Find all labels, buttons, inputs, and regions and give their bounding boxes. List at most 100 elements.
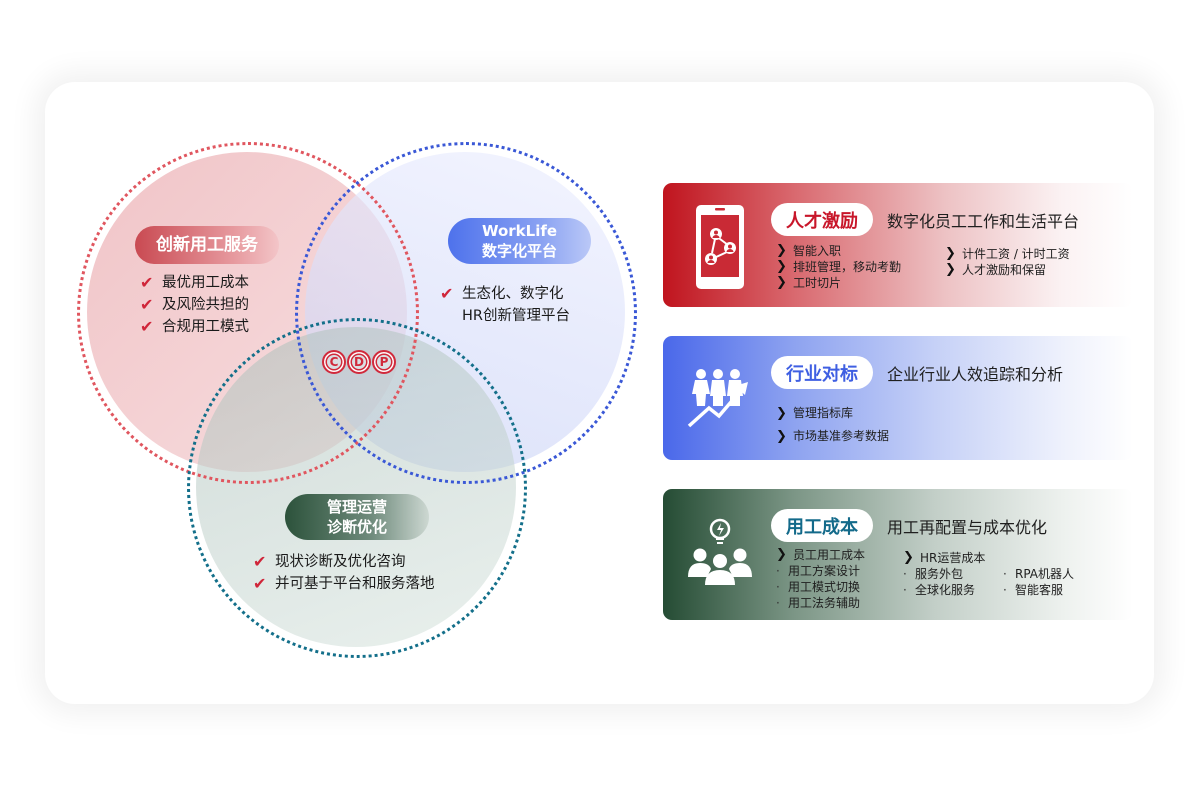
- bullet-text: 智能入职: [793, 244, 842, 258]
- bullet-item: · 用工方案设计: [776, 563, 865, 579]
- bullet-text: 服务外包: [915, 567, 964, 581]
- bullet-text: RPA机器人: [1015, 567, 1075, 581]
- check-icon: ✔: [440, 284, 454, 303]
- panel-subtitle: 数字化员工工作和生活平台: [887, 212, 1080, 231]
- mobile-network-icon: [685, 203, 755, 293]
- bullet-item: ❯ 智能入职: [776, 243, 901, 259]
- bullet-list-col2: ❯ 计件工资 / 计时工资 ❯ 人才激励和保留: [945, 246, 1070, 278]
- bullet-text: 全球化服务: [915, 583, 976, 597]
- cdp-logo: C D P: [322, 350, 396, 374]
- check-icon: ✔: [253, 552, 267, 571]
- chevron-right-icon: ❯: [776, 429, 787, 444]
- logo-letter: P: [372, 350, 396, 374]
- bullet-item: · 用工模式切换: [776, 579, 865, 595]
- bullet-text: 员工用工成本: [793, 548, 866, 562]
- team-idea-icon: [685, 517, 755, 607]
- bullet-item: ❯ 人才激励和保留: [945, 262, 1070, 278]
- check-icon: ✔: [253, 574, 267, 593]
- bullet-text: 人才激励和保留: [962, 263, 1047, 277]
- check-icon: ✔: [140, 295, 154, 314]
- check-item: ✔ 并可基于平台和服务落地: [253, 573, 435, 595]
- bullet-text: 智能客服: [1015, 583, 1064, 597]
- check-item: HR创新管理平台: [440, 305, 570, 327]
- item-text: 合规用工模式: [162, 319, 249, 335]
- panel-subtitle: 企业行业人效追踪和分析: [887, 365, 1064, 384]
- label-line1: 管理运营: [326, 498, 387, 516]
- bullet-item: · 服务外包: [903, 566, 985, 582]
- chevron-right-icon: ❯: [776, 243, 787, 258]
- label-line2: 诊断优化: [326, 518, 387, 536]
- label-line1: WorkLife: [481, 222, 558, 240]
- bullet-group-hr-cost: ❯ HR运营成本 · 服务外包 · 全球化服务: [903, 550, 985, 598]
- label-line2: 数字化平台: [481, 242, 557, 260]
- chevron-right-icon: ❯: [776, 275, 787, 290]
- label-text: 创新用工服务: [156, 235, 258, 255]
- chevron-right-icon: ❯: [903, 550, 914, 565]
- bullet-text: 工时切片: [793, 276, 842, 290]
- chevron-right-icon: ❯: [945, 262, 956, 277]
- bullet-list-col1: ❯ 智能入职 ❯ 排班管理，移动考勤 ❯ 工时切片: [776, 243, 901, 291]
- logo-letter: C: [322, 350, 346, 374]
- item-text: 及风险共担的: [162, 297, 249, 313]
- dot-icon: ·: [776, 596, 780, 610]
- dot-icon: ·: [903, 583, 907, 597]
- label-innovative-employment: 创新用工服务: [135, 226, 279, 264]
- bullet-item: · RPA机器人: [1003, 566, 1074, 582]
- dot-icon: ·: [903, 567, 907, 581]
- bullet-text: HR运营成本: [920, 551, 986, 565]
- bullet-item: ❯ 市场基准参考数据: [776, 425, 889, 448]
- bullet-text: 排班管理，移动考勤: [793, 260, 902, 274]
- dot-icon: ·: [1003, 583, 1007, 597]
- bullet-text: 计件工资 / 计时工资: [962, 247, 1070, 261]
- bullet-group-employee-cost: ❯ 员工用工成本 · 用工方案设计 · 用工模式切换 · 用工法务辅助: [776, 547, 865, 611]
- dot-icon: ·: [776, 580, 780, 594]
- chevron-right-icon: ❯: [945, 246, 956, 261]
- check-item: ✔ 现状诊断及优化咨询: [253, 551, 435, 573]
- item-text: 并可基于平台和服务落地: [275, 576, 435, 592]
- logo-letter: D: [347, 350, 371, 374]
- bullet-heading: ❯ HR运营成本: [903, 550, 985, 566]
- check-item: ✔ 合规用工模式: [140, 316, 249, 338]
- item-text: 生态化、数字化: [462, 286, 564, 302]
- item-text: 现状诊断及优化咨询: [275, 554, 406, 570]
- bullet-group-hr-cost-col2: · RPA机器人 · 智能客服: [1003, 566, 1074, 598]
- bullet-item: ❯ 工时切片: [776, 275, 901, 291]
- ring-teal: [187, 318, 527, 658]
- chevron-right-icon: ❯: [776, 547, 787, 562]
- dot-icon: ·: [776, 564, 780, 578]
- checklist-blue: ✔ 生态化、数字化 HR创新管理平台: [440, 283, 570, 327]
- check-icon: ✔: [140, 317, 154, 336]
- check-item: ✔ 及风险共担的: [140, 294, 249, 316]
- check-item: ✔ 最优用工成本: [140, 272, 249, 294]
- bullet-item: · 用工法务辅助: [776, 595, 865, 611]
- tag-employment-cost: 用工成本: [771, 509, 873, 542]
- check-icon: ✔: [140, 273, 154, 292]
- check-item: ✔ 生态化、数字化: [440, 283, 570, 305]
- bullet-text: 管理指标库: [793, 406, 854, 420]
- bullet-item: · 全球化服务: [903, 582, 985, 598]
- panel-employment-cost: 用工成本 用工再配置与成本优化 ❯ 员工用工成本 · 用工方案设计 · 用工模式切换 …: [663, 489, 1133, 620]
- bullet-heading: ❯ 员工用工成本: [776, 547, 865, 563]
- panel-talent-incentive: 人才激励 数字化员工工作和生活平台 ❯智能入职 ❯排班管理，移动考勤 ❯工时切片…: [663, 183, 1133, 307]
- bullet-list-col1: ❯ 管理指标库 ❯ 市场基准参考数据: [776, 402, 889, 448]
- checklist-red: ✔ 最优用工成本 ✔ 及风险共担的 ✔ 合规用工模式: [140, 272, 249, 338]
- panel-industry-benchmark: 行业对标 企业行业人效追踪和分析 ❯ 管理指标库 ❯ 市场基准参考数据: [663, 336, 1133, 460]
- checklist-green: ✔ 现状诊断及优化咨询 ✔ 并可基于平台和服务落地: [253, 551, 435, 595]
- bullet-text: 用工法务辅助: [788, 596, 861, 610]
- bullet-text: 用工模式切换: [788, 580, 861, 594]
- bullet-item: · 智能客服: [1003, 582, 1074, 598]
- bullet-text: 市场基准参考数据: [793, 429, 890, 443]
- panel-subtitle: 用工再配置与成本优化: [887, 518, 1048, 537]
- item-text: 最优用工成本: [162, 275, 249, 291]
- tag-industry-benchmark: 行业对标: [771, 356, 873, 389]
- people-growth-icon: [685, 364, 755, 454]
- item-text: HR创新管理平台: [462, 308, 570, 324]
- chevron-right-icon: ❯: [776, 259, 787, 274]
- bullet-item: ❯ 计件工资 / 计时工资: [945, 246, 1070, 262]
- dot-icon: ·: [1003, 567, 1007, 581]
- label-management-diagnosis: 管理运营 诊断优化: [285, 494, 429, 540]
- bullet-text: 用工方案设计: [788, 564, 861, 578]
- label-worklife-platform: WorkLife 数字化平台: [448, 218, 591, 264]
- bullet-item: ❯ 排班管理，移动考勤: [776, 259, 901, 275]
- chevron-right-icon: ❯: [776, 406, 787, 421]
